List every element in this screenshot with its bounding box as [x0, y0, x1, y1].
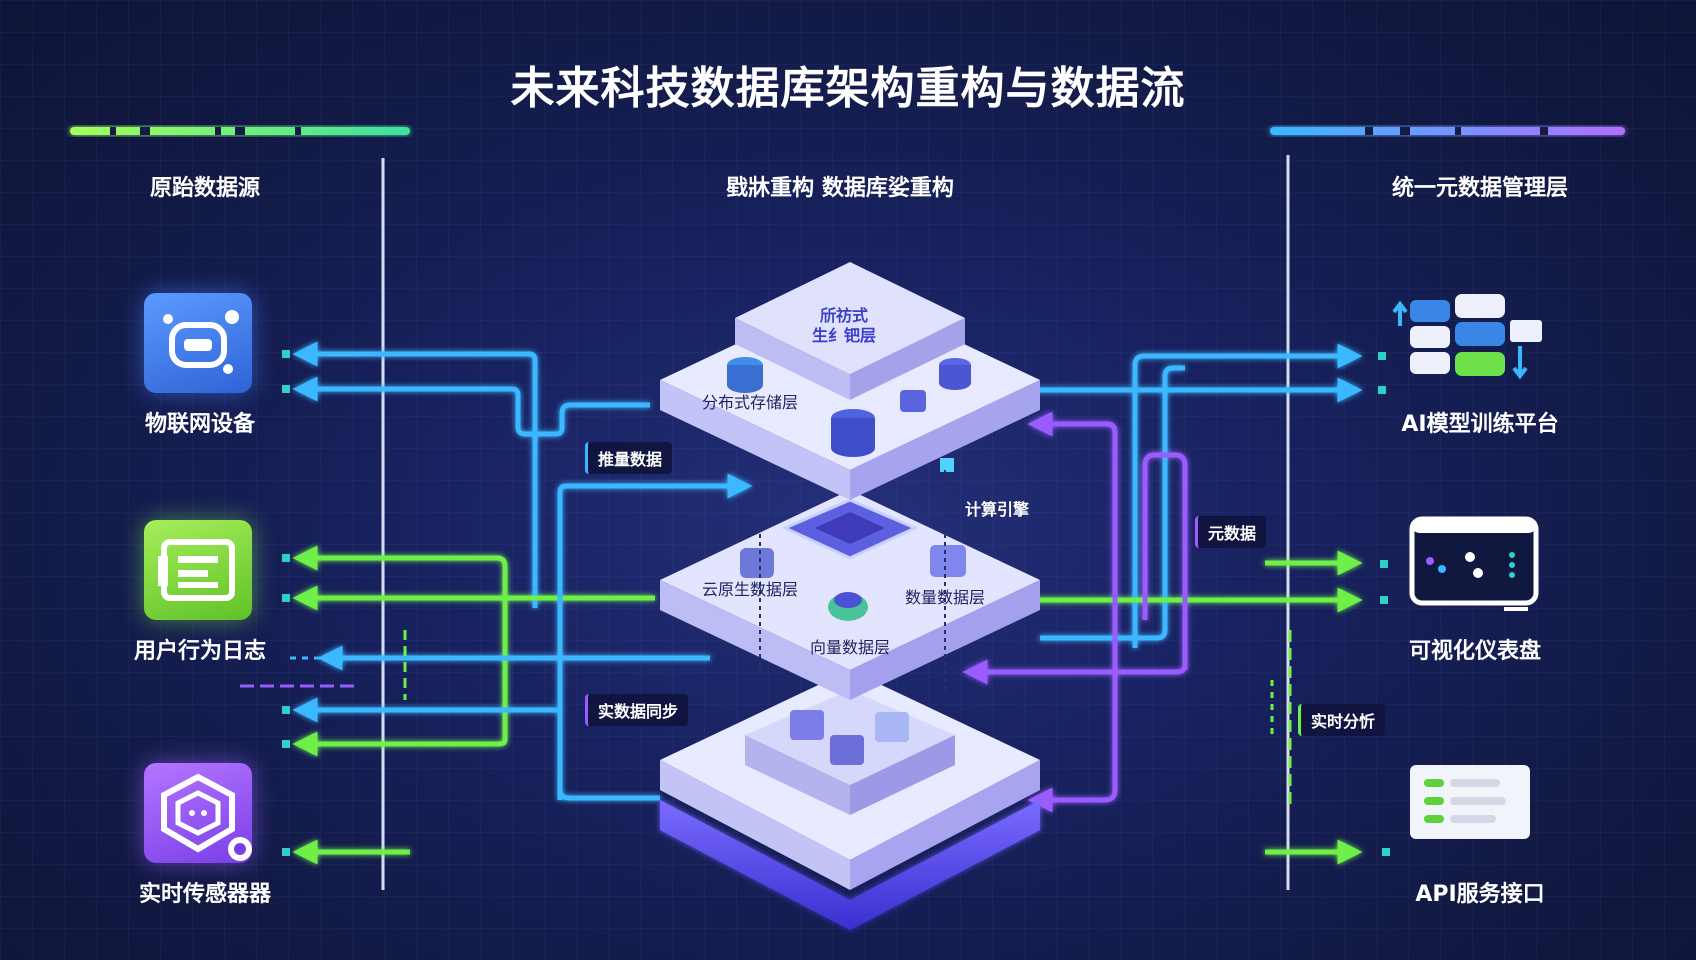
stack-top-layer — [660, 262, 1040, 500]
target-label-dashboard: 可视化仪表盘 — [1408, 639, 1541, 664]
sensor-icon — [144, 763, 252, 863]
layer-label-distributed: 分布式存储层 — [702, 393, 799, 412]
column-header-right: 统一元数据管理层 — [1391, 176, 1568, 201]
tag-data-sync: 实数据同步 — [585, 694, 689, 726]
dashboard-icon — [1408, 515, 1540, 615]
top-layer-label-1: 斦祊式 — [820, 306, 869, 325]
page-title: 未来科技数据库架构重构与数据流 — [510, 63, 1186, 114]
stack-base-layer — [660, 670, 1040, 930]
layer-label-cloud-native: 云原生数据层 — [702, 580, 799, 599]
column-header-center: 戥牀重构 数据库娑重构 — [726, 176, 954, 201]
header-deco-left — [70, 127, 410, 135]
layer-label-vector: 向量数据层 — [810, 638, 891, 657]
tag-batch-data: 推量数据 — [585, 442, 673, 474]
right-flow-lines — [962, 343, 1363, 865]
source-label-log: 用户行为日志 — [133, 639, 266, 664]
target-label-api: API服务接口 — [1415, 882, 1545, 907]
stack-connectors — [759, 470, 946, 690]
top-layer-label-2: 生纟钯层 — [812, 326, 877, 345]
log-icon — [144, 520, 252, 620]
column-header-left: 原跆数据源 — [149, 176, 260, 201]
api-list-icon — [1408, 763, 1532, 843]
target-label-ai: AI模型训练平台 — [1401, 412, 1559, 437]
source-label-iot: 物联网设备 — [144, 412, 255, 437]
database-stack-icon — [1380, 290, 1550, 390]
tag-metadata: 元数据 — [1195, 516, 1267, 548]
connector-dots — [282, 350, 1390, 856]
header-deco-right — [1270, 127, 1625, 135]
left-dashed-lines — [240, 630, 407, 700]
layer-label-quantity: 数量数据层 — [905, 588, 986, 607]
left-flow-lines — [292, 341, 753, 865]
tag-compute-engine: 计算引擎 — [965, 500, 1030, 519]
source-label-sensor: 实时传感器器 — [138, 882, 271, 907]
right-dashed-lines — [1270, 630, 1292, 810]
tag-realtime-analysis: 实时分忻 — [1298, 704, 1386, 736]
robot-icon — [144, 293, 252, 393]
